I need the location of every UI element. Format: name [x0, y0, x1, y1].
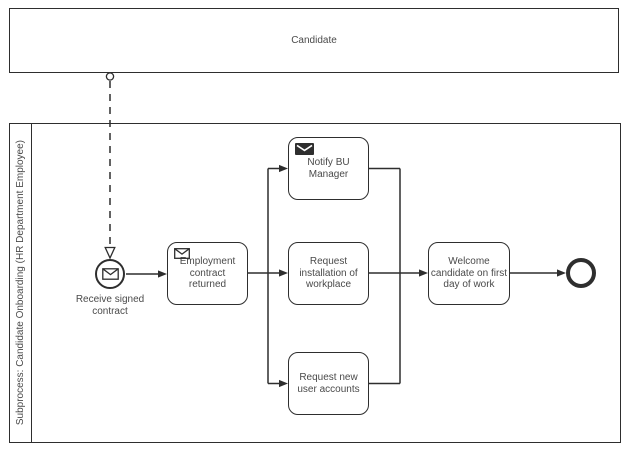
task-request-installation-of-workplace[interactable]: Request installation of workplace: [288, 242, 369, 305]
task-label: Request new user accounts: [297, 372, 360, 395]
task-welcome-candidate-first-day[interactable]: Welcome candidate on first day of work: [428, 242, 510, 305]
message-filled-icon: [295, 143, 314, 155]
task-label: Request installation of workplace: [299, 256, 358, 291]
pool-candidate-label: Candidate: [291, 35, 337, 46]
task-notify-bu-manager[interactable]: Notify BU Manager: [288, 137, 369, 200]
task-request-new-user-accounts[interactable]: Request new user accounts: [288, 352, 369, 415]
task-employment-contract-returned[interactable]: Employment contract returned: [167, 242, 248, 305]
sequence-flow-merge[interactable]: [369, 167, 428, 385]
pool-hr-label-band: Subprocess: Candidate Onboarding (HR Dep…: [10, 124, 32, 442]
sequence-flow-start-to-employment[interactable]: [126, 270, 167, 278]
sequence-flow-split[interactable]: [248, 164, 288, 388]
start-event-receive-signed-contract[interactable]: [95, 259, 125, 289]
start-event-label: Receive signed contract: [75, 294, 145, 317]
message-flow-candidate-to-start[interactable]: [104, 72, 116, 260]
pool-candidate[interactable]: Candidate: [9, 8, 619, 73]
message-icon: [101, 268, 119, 280]
task-label: Notify BU Manager: [307, 157, 350, 180]
task-label: Employment contract returned: [179, 256, 236, 291]
message-flow-origin-circle: [105, 72, 115, 81]
sequence-flow-welcome-to-end[interactable]: [510, 269, 566, 277]
message-icon: [174, 248, 190, 259]
task-label: Welcome candidate on first day of work: [430, 256, 508, 291]
end-event[interactable]: [566, 258, 596, 288]
message-flow-open-arrowhead-icon: [104, 246, 116, 260]
